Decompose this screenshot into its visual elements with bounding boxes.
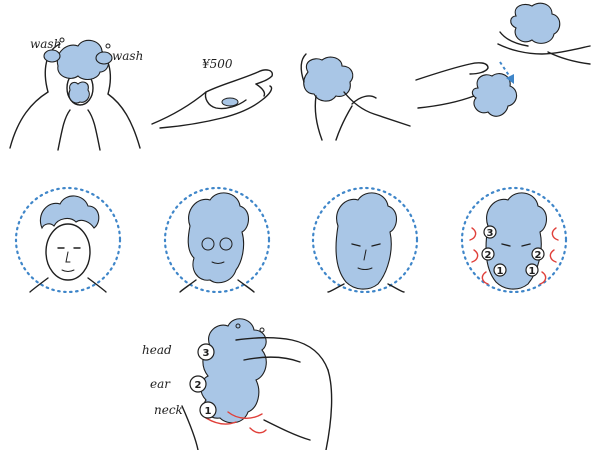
step-marker-head [197, 343, 215, 361]
price-label: ¥500 [202, 57, 233, 71]
label-neck: neck [154, 403, 183, 417]
marker-2-left [481, 247, 495, 261]
marker-1-left [493, 263, 507, 277]
marker-2-right-label: 2 [535, 250, 542, 261]
label-ear: ear [150, 377, 171, 391]
marker-3-left-label: 3 [487, 228, 494, 239]
panel-lather-hands [300, 53, 411, 141]
marker-3-left [483, 225, 497, 239]
step-marker-neck [199, 401, 217, 419]
face-beard-foam [311, 186, 419, 294]
wash-label-left: wash [30, 37, 61, 51]
face-massage-points: 3 2 2 1 1 [460, 186, 568, 294]
marker-1-left-label: 1 [497, 266, 504, 277]
step-marker-neck-label: 1 [205, 406, 212, 417]
face-hair-foam [14, 186, 122, 294]
marker-2-right [531, 247, 545, 261]
marker-1-right [525, 263, 539, 277]
step-marker-head-label: 3 [203, 348, 210, 359]
marker-1-right-label: 1 [529, 266, 536, 277]
shampoo-drop [221, 97, 239, 107]
step-marker-ear [189, 375, 207, 393]
step-marker-ear-label: 2 [195, 380, 202, 391]
label-head: head [142, 343, 172, 357]
panel-foam-bubble [415, 2, 591, 117]
marker-2-left-label: 2 [485, 250, 492, 261]
panel-closeup-side: 3 2 1 head ear neck [142, 318, 333, 450]
wash-label-right: wash [112, 49, 143, 63]
face-full-foam [163, 186, 271, 294]
panel-wash-hair: wash wash [9, 37, 143, 151]
panel-shampoo-palm: ¥500 [151, 57, 273, 129]
